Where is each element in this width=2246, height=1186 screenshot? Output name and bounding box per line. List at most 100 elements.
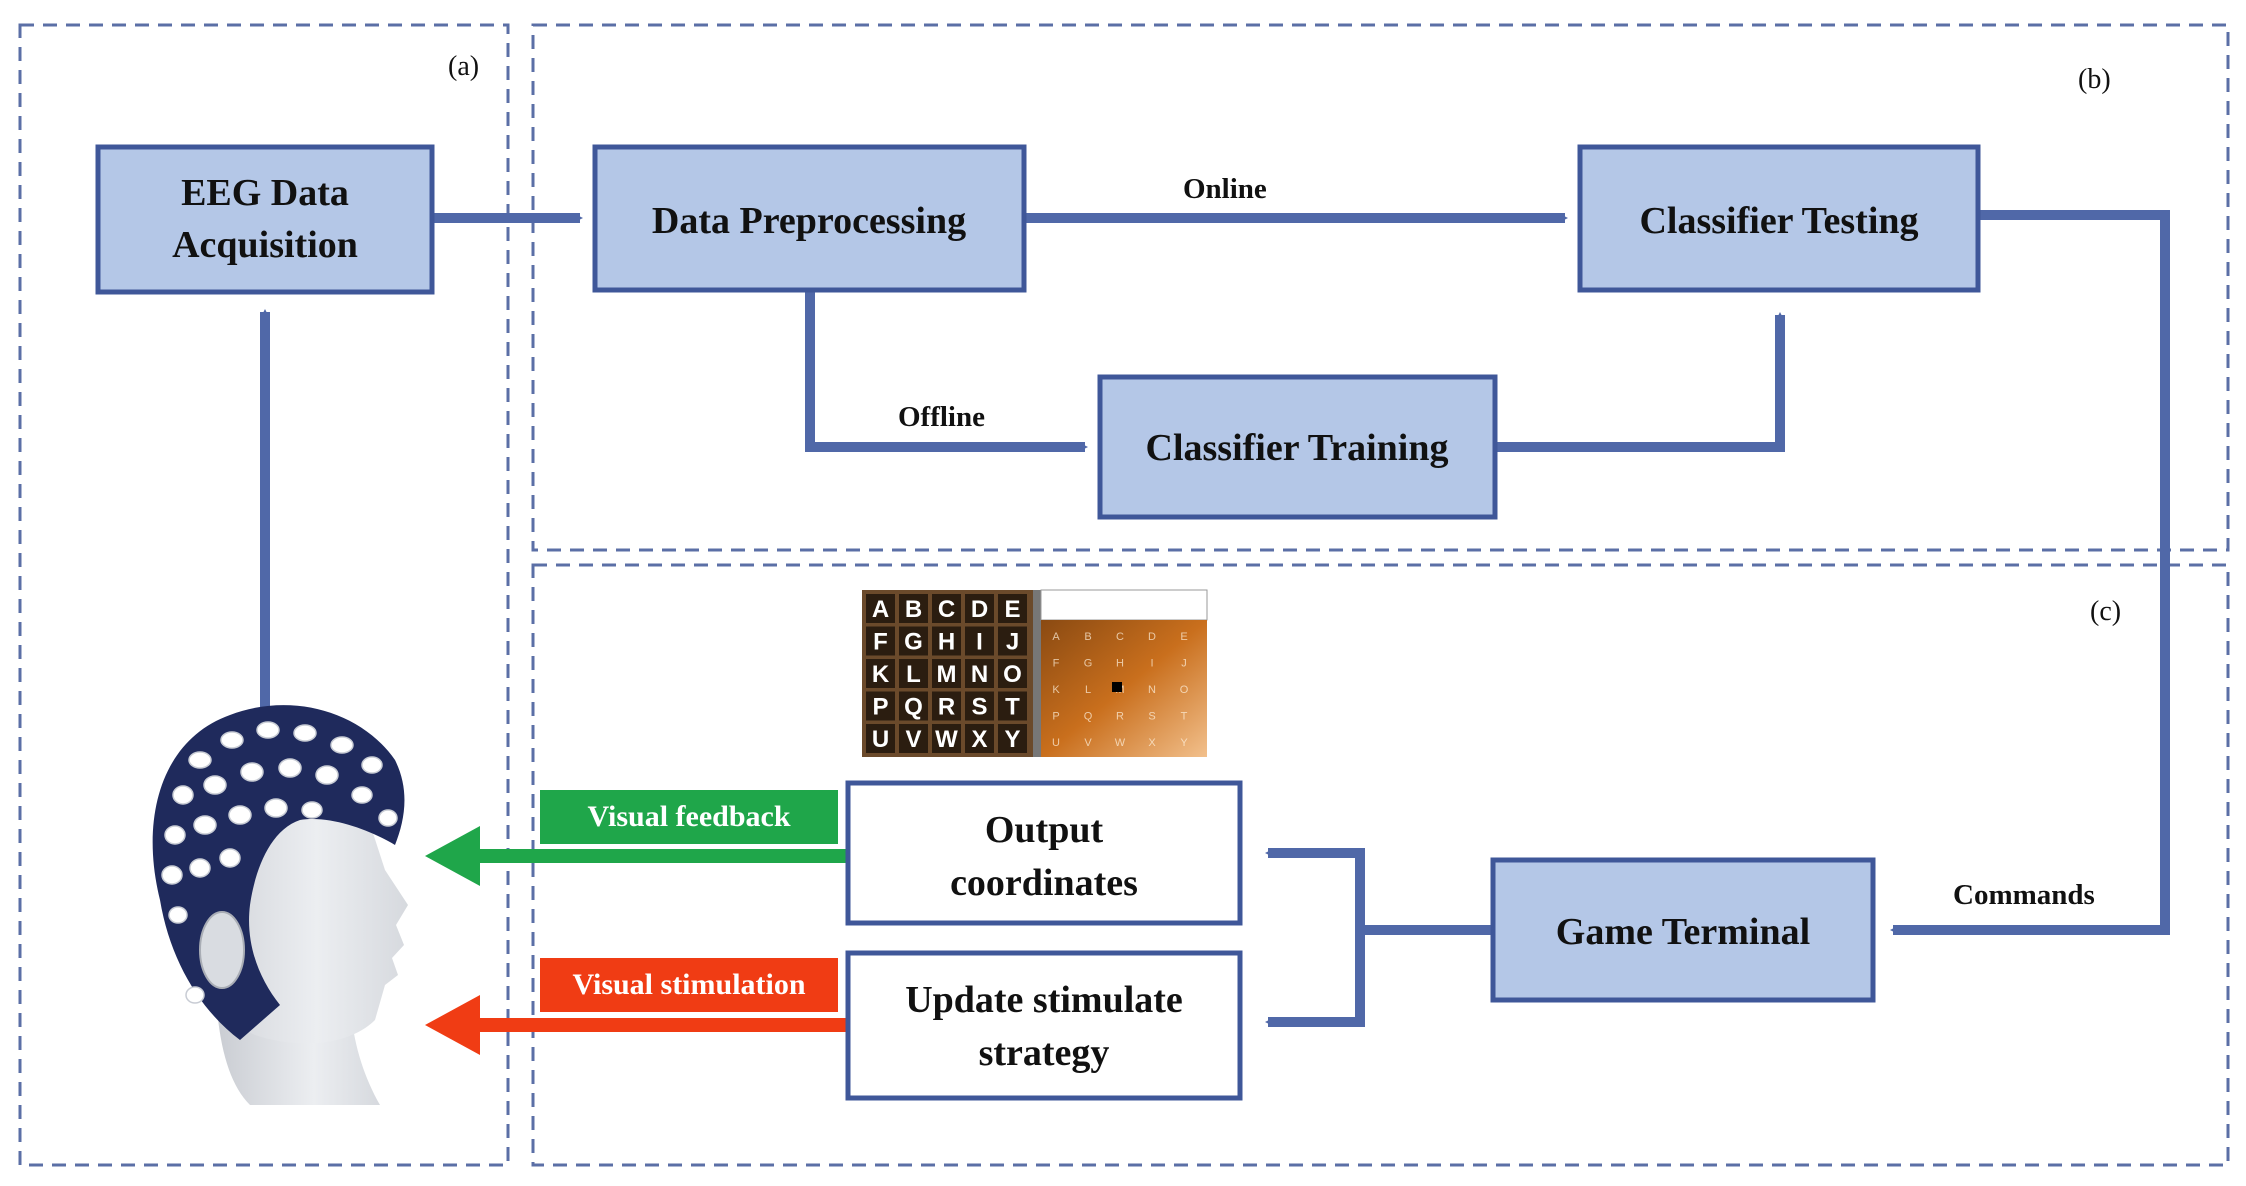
speller-cell xyxy=(866,659,895,688)
speller-target-marker xyxy=(1112,682,1122,692)
speller-cell xyxy=(965,594,994,623)
speller-cell xyxy=(899,626,928,656)
speller-faded-letter: E xyxy=(1180,631,1187,643)
speller-cell xyxy=(998,691,1027,721)
visual-feedback-label: Visual feedback xyxy=(587,800,790,833)
eeg-acquisition-line2: Acquisition xyxy=(172,224,358,266)
speller-letter: Y xyxy=(1004,726,1020,753)
visual-stimulation-label: Visual stimulation xyxy=(572,968,805,1001)
panel-c-tag: (c) xyxy=(2090,596,2121,627)
speller-faded-letter: W xyxy=(1115,737,1126,749)
speller-faded-letter: V xyxy=(1084,737,1092,749)
commands-label: Commands xyxy=(1953,879,2095,911)
update-strategy-line1: Update stimulate xyxy=(905,979,1183,1021)
panel-b-tag: (b) xyxy=(2078,64,2111,95)
speller-faded-letter: H xyxy=(1116,658,1124,670)
classifier-testing-box: Classifier Testing xyxy=(1577,144,1981,293)
visual-stimulation-badge: Visual stimulation xyxy=(540,958,838,1012)
speller-faded-letter: X xyxy=(1148,737,1156,749)
panel-c-border xyxy=(531,563,2230,1167)
output-coordinates-line1: Output xyxy=(985,809,1104,851)
speller-letter: A xyxy=(872,596,889,623)
speller-faded-letter: R xyxy=(1116,711,1124,723)
visual-feedback-badge: Visual feedback xyxy=(540,790,838,844)
speller-letter: B xyxy=(905,596,922,623)
speller-letter: F xyxy=(873,629,888,656)
speller-cell xyxy=(932,659,961,688)
data-preprocessing-label: Data Preprocessing xyxy=(652,200,966,242)
speller-cell xyxy=(899,594,928,623)
speller-cell xyxy=(932,724,961,753)
connectors xyxy=(260,210,2170,1027)
speller-cell xyxy=(899,691,928,721)
panel-a-tag: (a) xyxy=(448,51,479,82)
speller-faded-letter: G xyxy=(1084,658,1093,670)
eeg-acquisition-line1: EEG Data xyxy=(181,172,349,214)
speller-faded-letter: S xyxy=(1148,711,1155,723)
speller-faded-letter: I xyxy=(1150,658,1153,670)
speller-faded-letter: Q xyxy=(1084,711,1093,723)
arrow-offline xyxy=(805,290,1088,452)
speller-cell xyxy=(866,626,895,656)
speller-cell xyxy=(899,659,928,688)
speller-faded-letter: K xyxy=(1052,684,1060,696)
speller-letter: K xyxy=(872,661,890,688)
speller-faded-letter: P xyxy=(1052,711,1059,723)
speller-cell xyxy=(899,724,928,753)
speller-letter: E xyxy=(1004,596,1020,623)
speller-faded-letter: O xyxy=(1180,684,1189,696)
speller-letter: C xyxy=(938,596,955,623)
speller-cell xyxy=(866,724,895,753)
speller-faded-letter: J xyxy=(1181,658,1187,670)
speller-letter: N xyxy=(971,661,988,688)
speller-letter: X xyxy=(971,726,987,753)
speller-letter: H xyxy=(938,629,955,656)
classifier-training-box: Classifier Training xyxy=(1097,374,1498,520)
speller-cell xyxy=(965,691,994,721)
arrow-fork-to-update xyxy=(1265,930,1365,1027)
speller-letter: W xyxy=(935,726,958,753)
speller-cell xyxy=(998,594,1027,623)
speller-cell xyxy=(998,724,1027,753)
speller-letter: T xyxy=(1005,694,1020,721)
arrow-commands xyxy=(1890,210,2170,935)
game-terminal-label: Game Terminal xyxy=(1556,911,1810,953)
speller-faded-letter: U xyxy=(1052,737,1060,749)
feedback-arrow xyxy=(425,826,848,886)
speller-letter: L xyxy=(906,661,921,688)
speller-cell xyxy=(866,691,895,721)
speller-cell xyxy=(932,626,961,656)
speller-letter: O xyxy=(1003,661,1022,688)
classifier-training-label: Classifier Training xyxy=(1146,427,1449,469)
arrow-fork-to-output xyxy=(1265,848,1365,930)
speller-cell xyxy=(932,594,961,623)
panel-borders xyxy=(18,23,2230,1167)
output-coordinates-box: Output coordinates xyxy=(845,780,1243,926)
update-strategy-line2: strategy xyxy=(979,1032,1110,1074)
speller-letter: M xyxy=(937,661,957,688)
speller-cell xyxy=(965,659,994,688)
speller-cell xyxy=(965,724,994,753)
speller-faded-letter: Y xyxy=(1180,737,1188,749)
eeg-cap-head-icon xyxy=(152,705,408,1105)
speller-faded-letter: L xyxy=(1085,684,1091,696)
speller-cell xyxy=(866,594,895,623)
speller-letter: R xyxy=(938,694,955,721)
speller-cell xyxy=(932,691,961,721)
speller-letter: Q xyxy=(904,694,923,721)
speller-faded-letter: T xyxy=(1181,711,1188,723)
stimulation-arrow xyxy=(425,995,848,1055)
online-label: Online xyxy=(1183,173,1267,205)
offline-label: Offline xyxy=(898,401,985,433)
speller-faded-letter: N xyxy=(1148,684,1156,696)
speller-faded-letter: C xyxy=(1116,631,1124,643)
speller-letter: U xyxy=(872,726,889,753)
speller-faded-letter: A xyxy=(1052,631,1060,643)
output-coordinates-line2: coordinates xyxy=(950,862,1138,904)
speller-faded-letter: D xyxy=(1148,631,1156,643)
